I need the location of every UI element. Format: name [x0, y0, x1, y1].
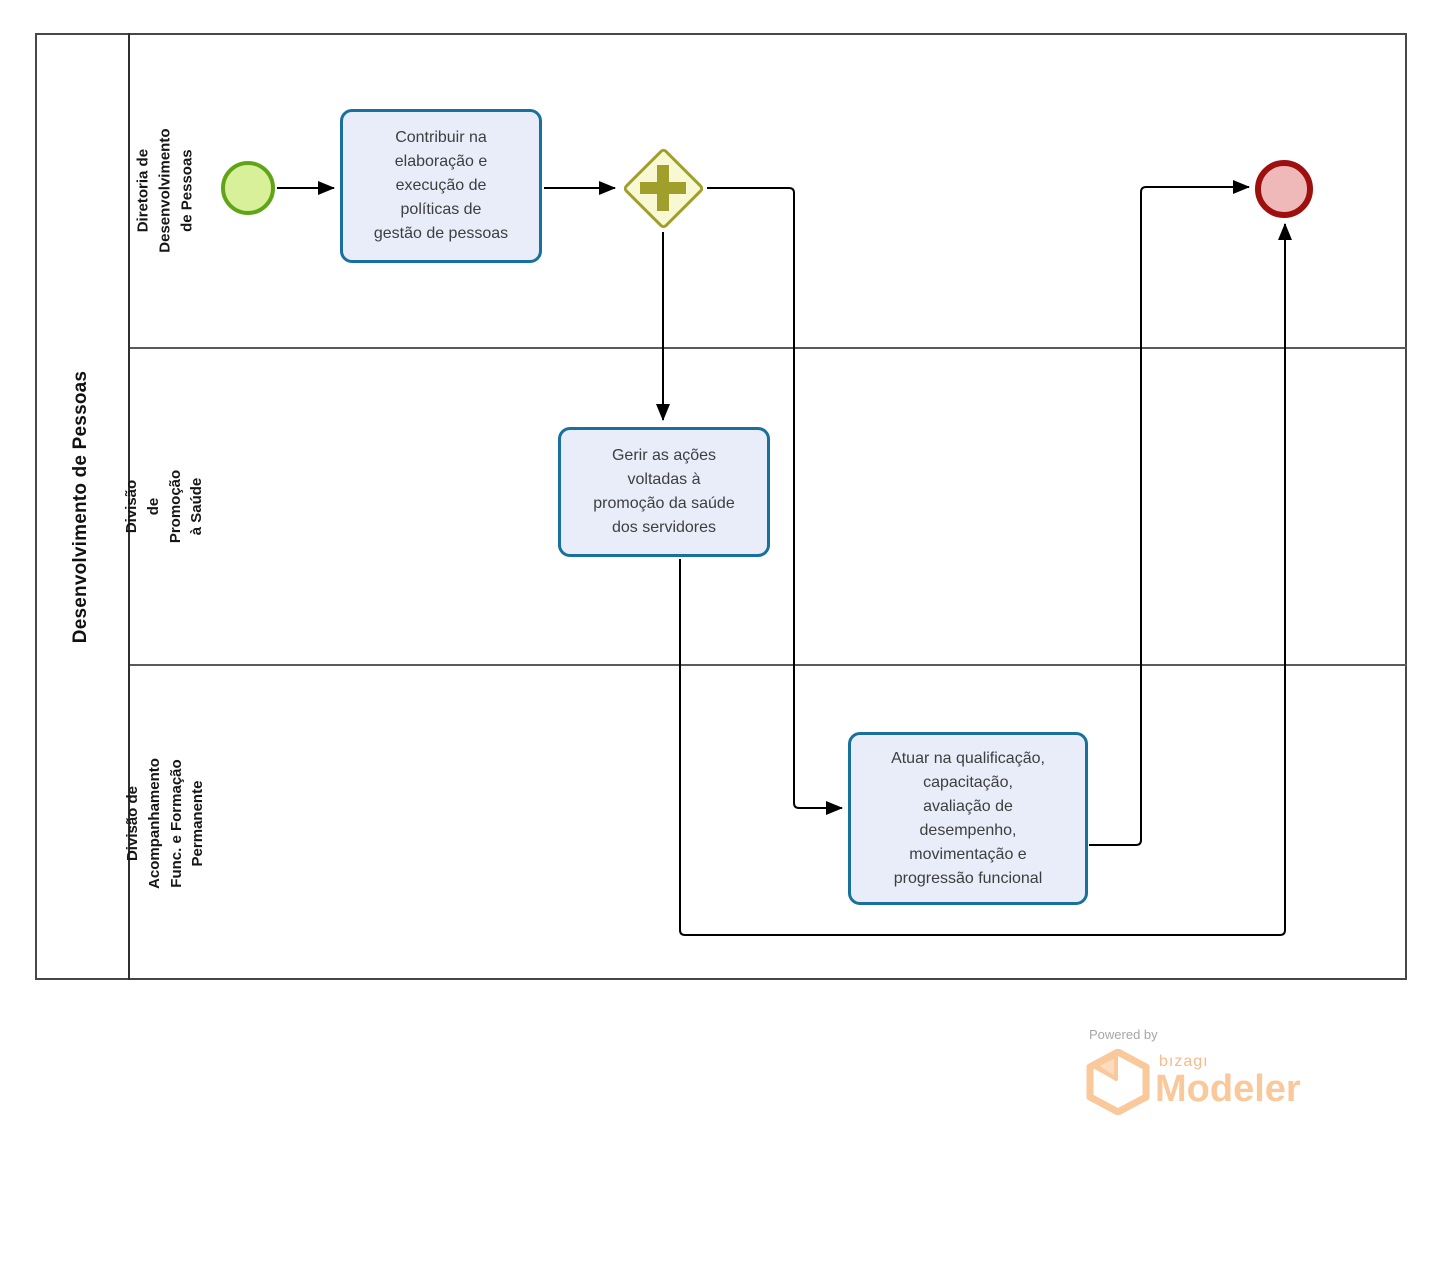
lane-acompanhamento: Divisão de Acompanhamento Func. e Formaç… — [124, 666, 206, 980]
pool-header: Desenvolvimento de Pessoas — [35, 33, 130, 980]
pool-title: Desenvolvimento de Pessoas — [70, 370, 92, 643]
powered-by-label: Powered by — [1089, 1027, 1158, 1042]
pool-desenvolvimento-de-pessoas — [35, 33, 1407, 980]
lane-acompanhamento-label: Divisão de Acompanhamento Func. e Formaç… — [123, 757, 206, 889]
lane-divider-2 — [130, 664, 1407, 666]
lane-diretoria: Diretoria de Desenvolvimento de Pessoas — [130, 35, 200, 347]
start-event[interactable] — [221, 161, 275, 215]
end-event[interactable] — [1255, 160, 1313, 218]
bizagi-brand-label: bızagı — [1159, 1053, 1209, 1070]
lane-promocao-saude: Divisão de Promoção à Saúde — [124, 349, 206, 664]
bizagi-logo-icon — [1086, 1049, 1150, 1115]
lane-divider-1 — [130, 347, 1407, 349]
lane-diretoria-label: Diretoria de Desenvolvimento de Pessoas — [134, 128, 195, 254]
task-atuar[interactable]: Atuar na qualificação, capacitação, aval… — [848, 732, 1088, 905]
parallel-gateway-plus-icon — [657, 165, 669, 211]
task-gerir[interactable]: Gerir as ações voltadas à promoção da sa… — [558, 427, 770, 557]
modeler-label: Modeler — [1155, 1068, 1301, 1110]
task-contribuir[interactable]: Contribuir na elaboração e execução de p… — [340, 109, 542, 263]
lane-promocao-saude-label: Divisão de Promoção à Saúde — [123, 469, 206, 544]
